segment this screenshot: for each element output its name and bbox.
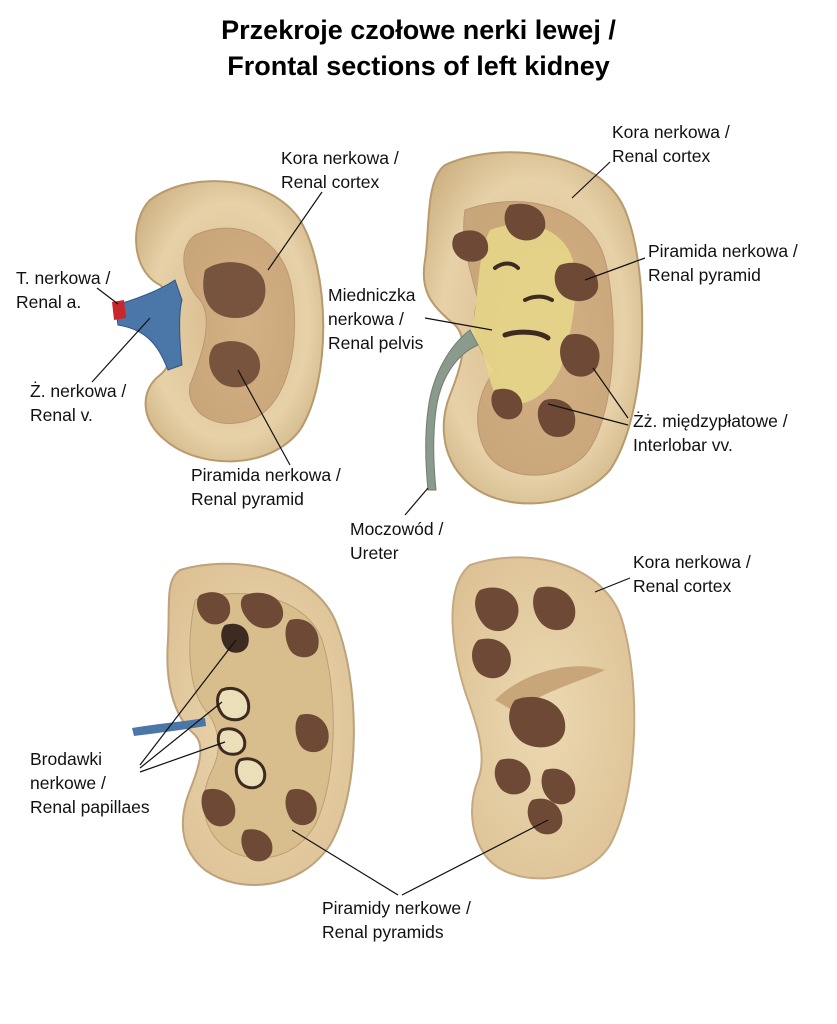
kidney-3-pyramid-1 [196,592,231,625]
kidney-section-bottom-right [451,556,636,880]
leader-kora-3 [594,577,631,593]
kidney-1-renal-artery [112,300,126,320]
kidney-section-bottom-left [132,562,355,886]
leader-lines [91,161,646,896]
leader-piramidy-1 [291,829,399,896]
label-renal-artery: T. nerkowa / Renal a. [16,268,111,312]
kidney-3-pyramid-6 [201,788,236,827]
kidney-1-pyramid-lower [209,341,261,388]
leader-moczowod [404,487,429,516]
kidney-3-pyramid-7 [241,829,273,862]
title-line-1: Przekroje czołowe nerki lewej / [221,15,616,45]
label-renal-cortex-3: Kora nerkowa / Renal cortex [633,552,751,596]
kidney-2-pyramid-4 [560,334,600,377]
leader-piramidy-2 [401,819,549,896]
leader-piramida-2 [584,257,646,281]
label-renal-pyramid-1: Piramida nerkowa / Renal pyramid [191,465,341,509]
leader-kora-1 [267,191,323,271]
leader-zyla [91,317,151,383]
kidney-2-interlobar-vein-3 [493,261,520,270]
label-interlobar-veins: Żż. międzypłatowe / Interlobar vv. [633,411,788,455]
label-ureter: Moczowód / Ureter [350,519,444,563]
kidney-3-pyramid-3 [285,619,319,658]
kidney-3-papilla-1 [221,623,249,653]
kidney-2-pyramid-6 [491,388,523,420]
page-title: Przekroje czołowe nerki lewej / Frontal … [0,12,837,84]
kidney-3-pyramid-5 [285,789,317,826]
leader-piramida-1 [237,369,291,466]
title-line-2: Frontal sections of left kidney [227,51,610,81]
label-renal-cortex-1: Kora nerkowa / Renal cortex [281,148,399,192]
kidney-3-pyramid-2 [240,592,284,629]
label-renal-pyramid-2: Piramida nerkowa / Renal pyramid [648,241,798,285]
kidney-section-top-left [112,180,325,463]
leader-zyly-1 [592,367,629,419]
label-renal-papillae: Brodawki nerkowe / Renal papillaes [30,749,150,817]
leader-brodawki-2 [139,701,223,769]
kidney-4-pyramid-6 [541,768,576,805]
kidney-3-papilla-4 [234,757,267,790]
kidney-3-papilla-2 [216,687,251,722]
kidney-2-interlobar-vein-1 [502,329,551,341]
leader-miedniczka [424,317,493,331]
kidney-4-pyramid-1 [475,587,519,632]
leader-tetnica [96,287,119,305]
leader-brodawki-1 [139,639,237,766]
kidney-section-top-right [422,151,644,505]
kidney-2-pyramid-1 [452,230,489,262]
kidney-3-papilla-3 [216,727,247,756]
leader-brodawki-3 [139,741,226,773]
kidney-3-pyramid-4 [295,714,329,753]
label-renal-pyramids: Piramidy nerkowe / Renal pyramids [322,898,471,942]
kidney-1-pyramid-upper [203,262,266,318]
leader-kora-2 [571,161,611,199]
kidney-4-pyramid-4 [509,696,566,748]
leader-zyly-2 [547,403,629,426]
kidney-2-interlobar-vein-2 [523,294,554,302]
kidney-4-pyramid-5 [494,758,531,795]
kidney-1-renal-vein [114,279,183,371]
kidney-2-pyramid-3 [554,262,599,302]
label-renal-vein: Ż. nerkowa / Renal v. [30,381,127,425]
kidney-2-ureter [425,329,479,491]
label-renal-cortex-2: Kora nerkowa / Renal cortex [612,122,730,166]
kidney-2-pyramid-2 [504,203,546,241]
label-renal-pelvis: Miedniczka nerkowa / Renal pelvis [328,285,424,353]
kidney-4-pyramid-2 [533,586,576,631]
kidney-4-pyramid-3 [472,638,511,679]
